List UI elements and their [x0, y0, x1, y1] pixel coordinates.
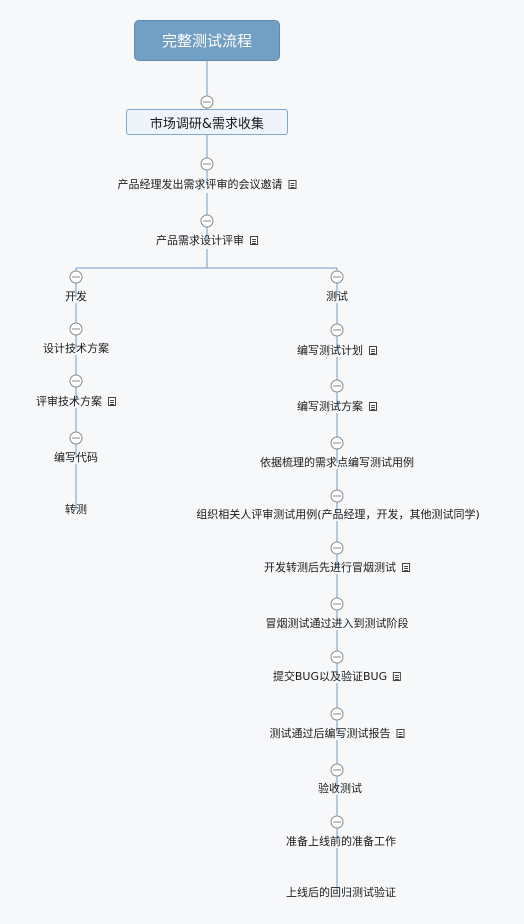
collapse-toggle-root[interactable]	[200, 95, 214, 109]
note-icon[interactable]	[396, 729, 405, 738]
collapse-toggle-test-2[interactable]	[330, 379, 344, 393]
step-node-market-research[interactable]: 市场调研&需求收集	[126, 109, 288, 135]
test-node-2[interactable]: 编写测试方案	[297, 400, 377, 414]
note-icon[interactable]	[393, 672, 402, 681]
node-label: 依据梳理的需求点编写测试用例	[260, 456, 414, 469]
collapse-toggle-test-8[interactable]	[330, 707, 344, 721]
collapse-toggle-test-4[interactable]	[330, 489, 344, 503]
node-label: 转测	[65, 503, 87, 516]
node-label: 冒烟测试通过进入到测试阶段	[265, 617, 409, 630]
collapse-toggle-test-1[interactable]	[330, 323, 344, 337]
node-label: 开发	[65, 290, 87, 303]
node-label: 编写测试计划	[297, 344, 363, 357]
test-node-11[interactable]: 上线后的回归测试验证	[286, 886, 396, 900]
node-label: 评审技术方案	[36, 395, 102, 408]
collapse-toggle-test[interactable]	[330, 270, 344, 284]
node-label: 设计技术方案	[43, 342, 109, 355]
step-node-requirement-review[interactable]: 产品需求设计评审	[156, 234, 258, 248]
note-icon[interactable]	[250, 236, 258, 245]
test-node-8[interactable]: 测试通过后编写测试报告	[270, 727, 405, 741]
collapse-toggle-dev[interactable]	[69, 270, 83, 284]
dev-node-4[interactable]: 转测	[65, 503, 87, 517]
node-label: 组织相关人评审测试用例(产品经理，开发，其他测试同学)	[196, 508, 480, 521]
collapse-toggle-test-5[interactable]	[330, 541, 344, 555]
node-label: 测试通过后编写测试报告	[269, 727, 391, 740]
node-label: 产品需求设计评审	[156, 234, 244, 247]
node-label: 编写代码	[54, 451, 98, 464]
test-node-5[interactable]: 开发转测后先进行冒烟测试	[264, 561, 410, 575]
collapse-toggle-test-6[interactable]	[330, 597, 344, 611]
collapse-toggle-step-1[interactable]	[200, 157, 214, 171]
dev-node-1[interactable]: 设计技术方案	[43, 342, 109, 356]
test-node-7[interactable]: 提交BUG以及验证BUG	[272, 670, 402, 684]
dev-node-2[interactable]: 评审技术方案	[36, 395, 116, 409]
collapse-toggle-step-2[interactable]	[200, 214, 214, 228]
node-label: 提交BUG以及验证BUG	[272, 670, 388, 683]
note-icon[interactable]	[369, 346, 377, 355]
collapse-toggle-dev-2[interactable]	[69, 374, 83, 388]
node-label: 准备上线前的准备工作	[286, 835, 396, 848]
test-node-1[interactable]: 编写测试计划	[297, 344, 377, 358]
node-label: 测试	[326, 290, 348, 303]
collapse-toggle-test-7[interactable]	[330, 650, 344, 664]
collapse-toggle-test-3[interactable]	[330, 436, 344, 450]
note-icon[interactable]	[402, 563, 410, 572]
test-node-3[interactable]: 依据梳理的需求点编写测试用例	[260, 456, 414, 470]
test-node-6[interactable]: 冒烟测试通过进入到测试阶段	[266, 617, 409, 631]
test-node-10[interactable]: 准备上线前的准备工作	[286, 835, 396, 849]
collapse-toggle-test-10[interactable]	[330, 815, 344, 829]
node-label: 验收测试	[318, 782, 362, 795]
node-label: 编写测试方案	[297, 400, 363, 413]
dev-node-3[interactable]: 编写代码	[54, 451, 98, 465]
node-label: 产品经理发出需求评审的会议邀请	[117, 178, 283, 191]
step-node-review-invite[interactable]: 产品经理发出需求评审的会议邀请	[118, 178, 297, 192]
test-node-9[interactable]: 验收测试	[318, 782, 362, 796]
node-label: 上线后的回归测试验证	[286, 886, 396, 899]
collapse-toggle-test-9[interactable]	[330, 763, 344, 777]
dev-node-0[interactable]: 开发	[65, 290, 87, 304]
root-node[interactable]: 完整测试流程	[134, 20, 280, 61]
note-icon[interactable]	[108, 397, 116, 406]
note-icon[interactable]	[288, 180, 297, 189]
node-label: 开发转测后先进行冒烟测试	[264, 561, 396, 574]
collapse-toggle-dev-1[interactable]	[69, 322, 83, 336]
note-icon[interactable]	[369, 402, 377, 411]
test-node-4[interactable]: 组织相关人评审测试用例(产品经理，开发，其他测试同学)	[196, 508, 480, 522]
collapse-toggle-dev-3[interactable]	[69, 431, 83, 445]
test-node-0[interactable]: 测试	[326, 290, 348, 304]
